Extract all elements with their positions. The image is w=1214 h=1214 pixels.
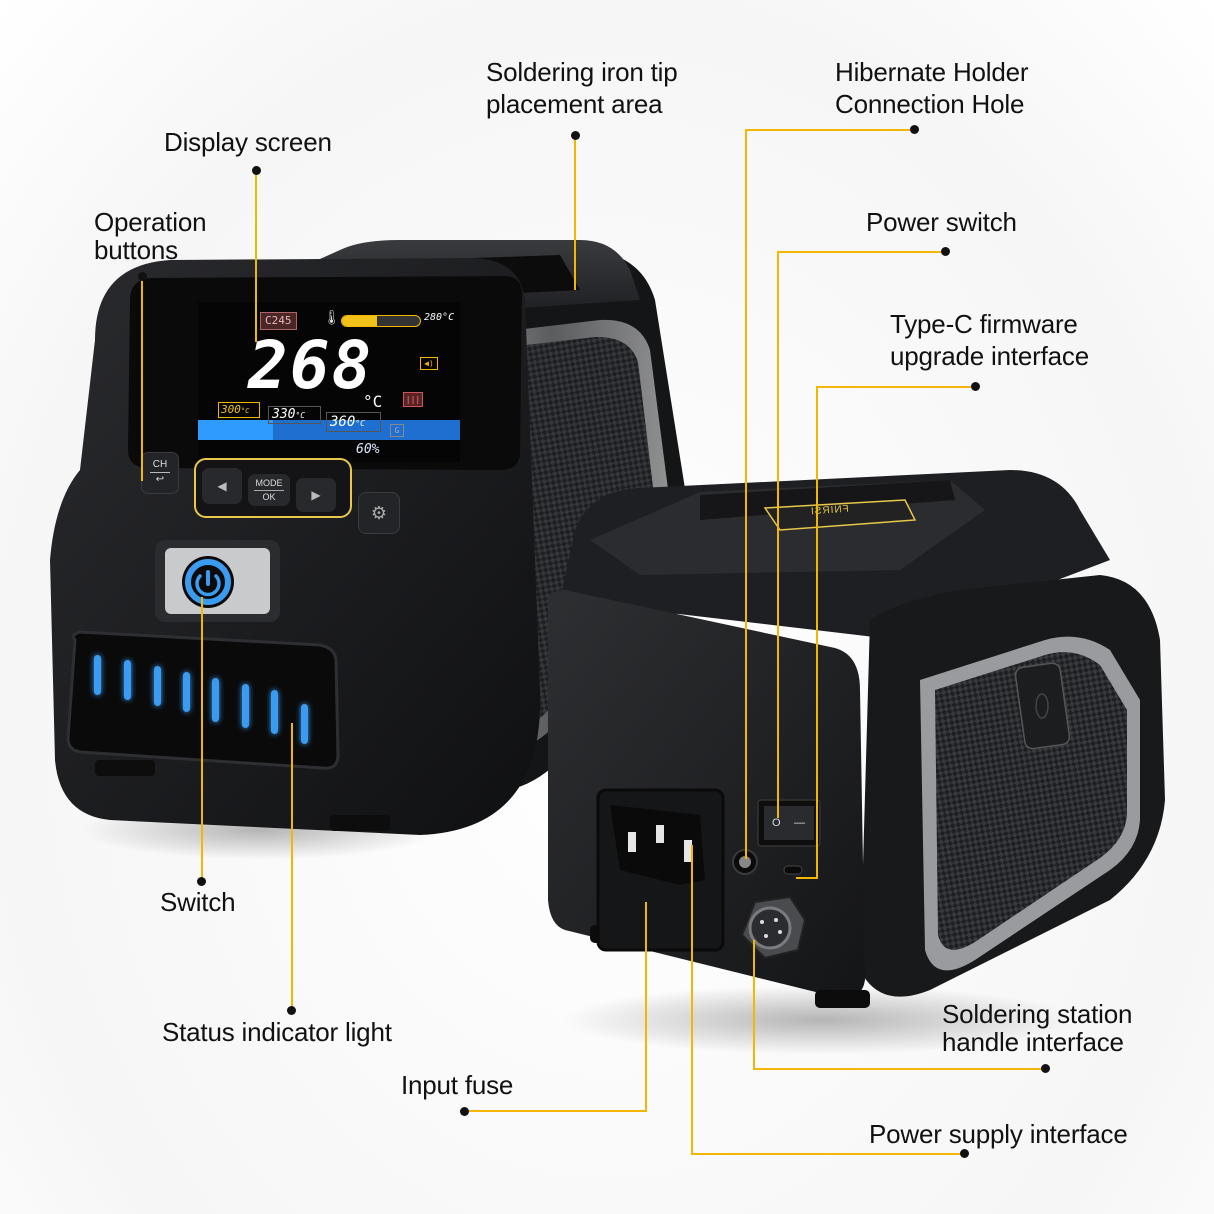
status-led <box>301 704 308 744</box>
heat-bar <box>341 315 421 327</box>
label-status-light: Status indicator light <box>162 1017 392 1047</box>
callout-line <box>796 877 818 879</box>
right-button[interactable]: ▶ <box>296 478 336 512</box>
callout-dot <box>570 130 580 140</box>
status-led <box>183 672 190 712</box>
callout-line <box>816 386 818 879</box>
input-fuse-drawer[interactable] <box>610 890 710 945</box>
tip-model-badge: C245 <box>260 312 297 330</box>
display-screen: C245 🌡 280°C 268 °C ◀) ||| G 300°C 330°C… <box>198 302 460 462</box>
heater-icon: ||| <box>403 392 423 407</box>
callout-dot <box>286 1005 296 1015</box>
left-button[interactable]: ◀ <box>202 468 242 504</box>
label-power-switch: Power switch <box>866 207 1017 237</box>
rocker-off-icon: O <box>772 817 781 829</box>
label-input-fuse: Input fuse <box>401 1070 514 1100</box>
callout-dot <box>137 271 147 281</box>
thermometer-icon: 🌡 <box>323 310 341 326</box>
set-temp: 280°C <box>424 312 455 323</box>
callout-line <box>255 170 257 342</box>
callout-dot <box>959 1148 969 1158</box>
status-led <box>242 684 249 728</box>
label-operation-buttons-2: buttons <box>94 235 178 265</box>
nav-button-group: ◀ MODE OK ▶ <box>194 458 352 518</box>
status-led <box>271 690 278 734</box>
callout-line <box>745 129 747 859</box>
status-led <box>154 666 161 706</box>
settings-button[interactable]: ⚙ <box>358 492 400 534</box>
rocker-on-icon: — <box>794 817 805 829</box>
callout-dot <box>1040 1063 1050 1073</box>
heat-bar-fill <box>342 316 378 326</box>
callout-line <box>745 129 914 131</box>
callout-line <box>141 276 143 481</box>
callout-line <box>691 1153 964 1155</box>
callout-line <box>691 845 693 1154</box>
label-operation-buttons-1: Operation <box>94 207 207 237</box>
callout-line <box>816 386 975 388</box>
label-hibernate-2: Connection Hole <box>835 89 1025 119</box>
label-hibernate-1: Hibernate Holder <box>835 57 1029 87</box>
callout-dot <box>459 1106 469 1116</box>
type-c-port[interactable] <box>784 866 802 874</box>
label-typec-1: Type-C firmware <box>890 309 1078 339</box>
power-switch[interactable]: O — <box>766 808 814 838</box>
callout-dot <box>251 165 261 175</box>
status-led <box>94 655 101 695</box>
label-display-screen: Display screen <box>164 127 332 157</box>
status-led <box>212 678 219 722</box>
current-temp: 268 <box>248 327 374 404</box>
callout-dot <box>909 124 919 134</box>
label-switch: Switch <box>160 887 236 917</box>
temp-unit: °C <box>363 392 383 411</box>
callout-line <box>777 251 945 253</box>
callout-line <box>574 135 576 290</box>
callout-line <box>645 902 647 1112</box>
preset-2[interactable]: 330°C <box>268 406 321 424</box>
speaker-icon: ◀) <box>420 357 438 370</box>
callout-line <box>753 940 755 1069</box>
label-tip-area-2: placement area <box>486 89 663 119</box>
label-handle-2: handle interface <box>942 1027 1124 1057</box>
callout-line <box>201 597 203 881</box>
power-percent: 60% <box>356 442 380 457</box>
label-power-supply: Power supply interface <box>869 1119 1128 1149</box>
ch-button[interactable]: CH ↩ <box>141 452 179 494</box>
callout-line <box>291 723 293 1010</box>
callout-line <box>464 1110 646 1112</box>
g-icon: G <box>390 424 404 437</box>
status-led <box>124 660 131 700</box>
label-handle-1: Soldering station <box>942 999 1133 1029</box>
label-typec-2: upgrade interface <box>890 341 1089 371</box>
gear-icon: ⚙ <box>370 503 388 523</box>
preset-3[interactable]: 360°C <box>326 412 381 432</box>
preset-1[interactable]: 300°C <box>218 402 260 418</box>
label-tip-area-1: Soldering iron tip <box>486 57 678 87</box>
callout-line <box>777 251 779 818</box>
callout-dot <box>196 876 206 886</box>
callout-line <box>753 1068 1045 1070</box>
callout-dot <box>940 246 950 256</box>
callout-dot <box>970 381 980 391</box>
mode-ok-button[interactable]: MODE OK <box>248 474 290 506</box>
